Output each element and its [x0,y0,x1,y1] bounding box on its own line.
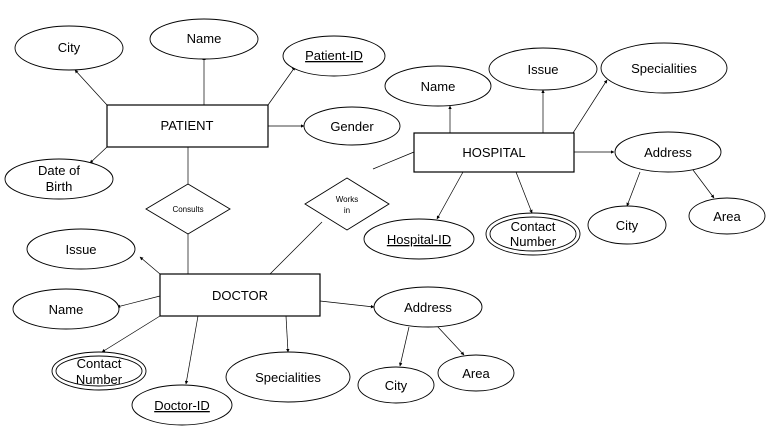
attr-doctor-address-city: City [357,366,435,404]
relationship-works-in-label-2: in [344,206,350,215]
attr-doctor-contact-label-2: Number [76,372,123,387]
attr-doctor-address-area-label: Area [462,366,490,381]
entity-hospital: HOSPITAL [413,132,575,173]
connector-hospital-works [372,151,415,170]
relationship-works-in-label-1: Works [336,195,359,204]
attr-hospital-address-label: Address [644,145,692,160]
connector-hospital-addr-area [692,169,715,199]
relationship-works-in: Works in [304,177,390,231]
connectors [74,56,715,385]
connector-hospital-specialities [572,79,608,134]
attr-patient-id-label: Patient-ID [305,48,363,63]
connector-hospital-id [436,171,464,220]
entity-patient-label: PATIENT [161,118,214,133]
entity-doctor: DOCTOR [159,273,321,317]
attr-hospital-name-label: Name [421,79,456,94]
relationship-consults-label: Consults [172,205,203,214]
attr-doctor-issue-label: Issue [65,242,96,257]
connector-works-doctor [269,221,323,275]
entity-doctor-label: DOCTOR [212,288,268,303]
connector-doctor-address [319,300,375,309]
attr-hospital-address-city-label: City [616,218,639,233]
relationship-consults: Consults [145,183,231,235]
attr-doctor-address: Address [373,286,483,328]
attr-doctor-name: Name [12,288,120,330]
attr-doctor-address-city-label: City [385,378,408,393]
attr-doctor-id-label: Doctor-ID [154,398,210,413]
connector-hospital-contact [515,171,533,214]
entity-patient: PATIENT [106,104,269,148]
attr-patient-dob: Date of Birth [4,158,114,200]
attr-hospital-name: Name [384,65,492,107]
connector-patient-city [74,69,108,106]
connector-patient-dob [89,146,108,164]
attr-hospital-address-city: City [587,205,667,245]
attr-doctor-issue: Issue [26,228,136,270]
attr-hospital-id-label: Hospital-ID [387,232,451,247]
attr-patient-name-label: Name [187,31,222,46]
attr-doctor-id: Doctor-ID [131,384,233,426]
connector-doctor-addr-city [399,326,410,367]
attr-doctor-address-area: Area [437,354,515,392]
connector-doctor-addr-area [436,325,465,356]
attr-patient-id: Patient-ID [282,35,386,77]
attr-patient-gender: Gender [303,106,401,146]
attr-patient-dob-label-2: Birth [46,179,73,194]
attr-hospital-contact: Contact Number [485,212,581,256]
attr-hospital-specialities-label: Specialities [631,61,697,76]
attr-hospital-specialities: Specialities [600,42,728,94]
attr-doctor-address-label: Address [404,300,452,315]
attr-patient-city: City [14,25,124,71]
attr-hospital-address-area-label: Area [713,209,741,224]
attr-doctor-specialities-label: Specialities [255,370,321,385]
connector-doctor-name [116,295,161,308]
attr-doctor-contact-label-1: Contact [77,356,122,371]
attr-hospital-issue-label: Issue [527,62,558,77]
attr-hospital-address-area: Area [688,197,766,235]
attr-hospital-contact-label-2: Number [510,234,557,249]
attr-patient-name: Name [149,18,259,60]
connector-hospital-addr-city [626,171,641,207]
attr-hospital-issue: Issue [488,47,598,91]
attr-patient-dob-label-1: Date of [38,163,80,178]
attr-hospital-contact-label-1: Contact [511,219,556,234]
attr-hospital-id: Hospital-ID [363,218,475,260]
connector-doctor-contact [101,315,161,353]
connector-doctor-id [184,315,199,385]
attr-doctor-contact: Contact Number [51,351,147,391]
attr-patient-gender-label: Gender [330,119,374,134]
attr-patient-city-label: City [58,40,81,55]
entity-hospital-label: HOSPITAL [462,145,525,160]
attr-doctor-name-label: Name [49,302,84,317]
connector-patient-id [267,66,296,106]
connector-doctor-issue [139,256,161,275]
attr-doctor-specialities: Specialities [225,351,351,403]
attr-hospital-address: Address [614,131,722,173]
connector-doctor-specialities [285,315,290,353]
